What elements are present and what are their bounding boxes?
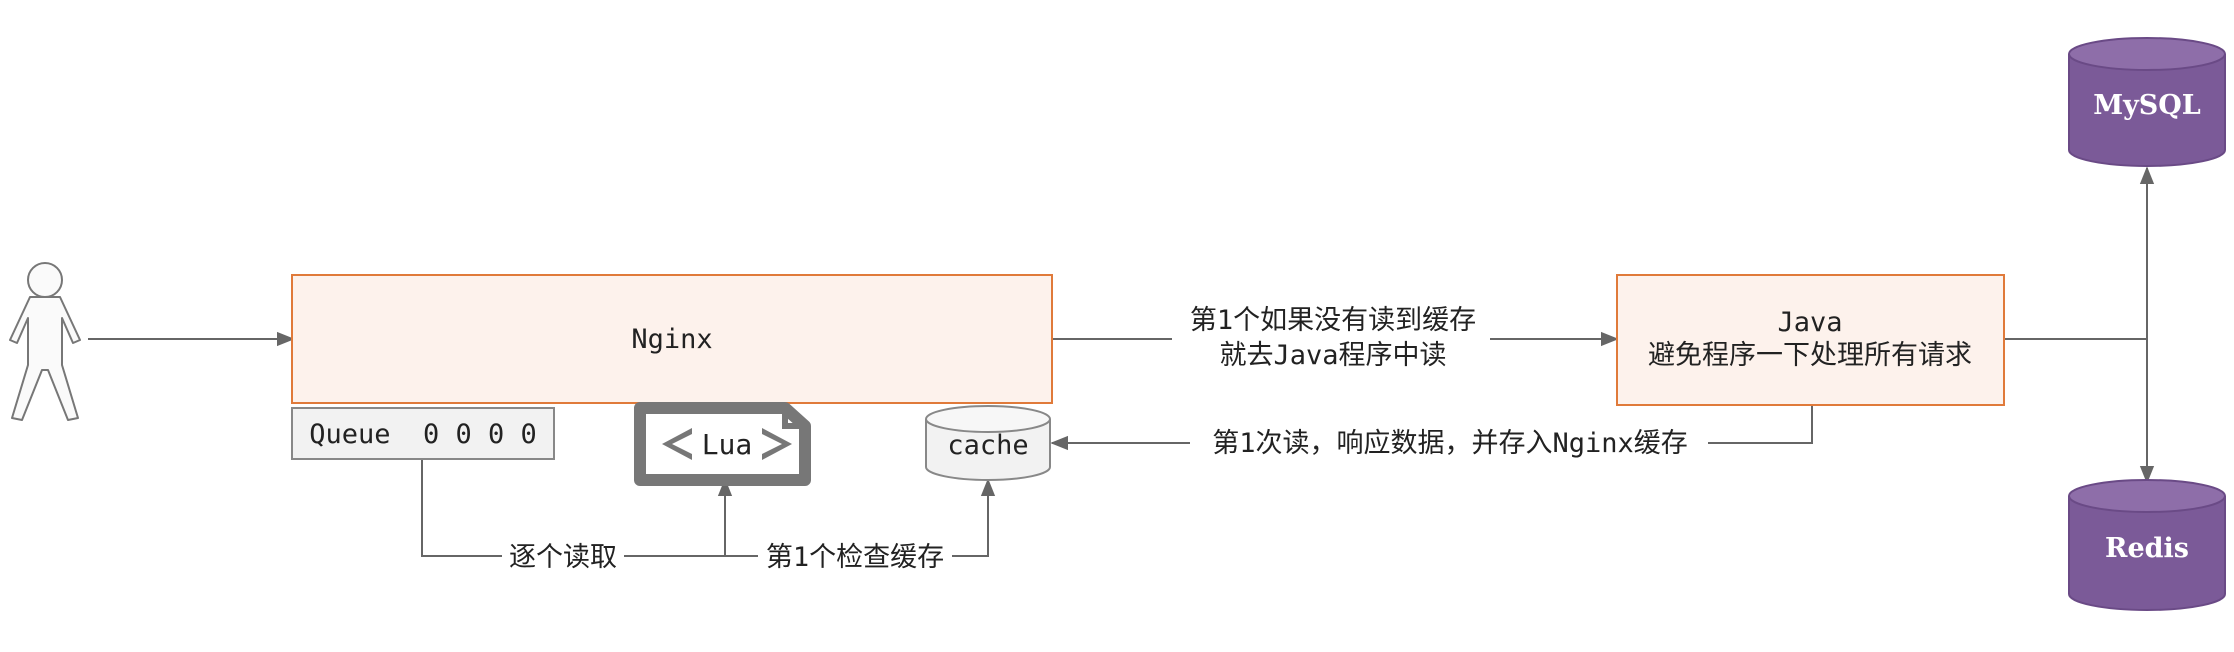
mysql-node: MySQL xyxy=(2068,37,2226,167)
mysql-label: MySQL xyxy=(2093,90,2201,121)
queue-node: Queue 0 0 0 0 xyxy=(291,407,555,460)
java-to-cache-label: 第1次读，响应数据，并存入Nginx缓存 xyxy=(1212,428,1688,459)
nginx-to-java-label-line1: 第1个如果没有读到缓存 xyxy=(1190,305,1476,336)
queue-label: Queue 0 0 0 0 xyxy=(309,419,537,450)
java-node: Java 避免程序一下处理所有请求 xyxy=(1616,274,2005,406)
redis-node: Redis xyxy=(2068,479,2226,611)
redis-label: Redis xyxy=(2105,533,2189,564)
lua-label: Lua xyxy=(702,428,753,461)
java-label-line1: Java xyxy=(1777,307,1842,338)
lua-node: Lua xyxy=(634,402,811,486)
cache-node: cache xyxy=(925,405,1051,481)
lua-to-cache-label: 第1个检查缓存 xyxy=(766,542,944,573)
nginx-label: Nginx xyxy=(631,324,712,355)
cache-label: cache xyxy=(947,430,1028,461)
nginx-to-java-label-line2: 就去Java程序中读 xyxy=(1219,340,1446,371)
queue-to-lua-label: 逐个读取 xyxy=(509,542,617,573)
user-icon xyxy=(9,262,81,421)
nginx-node: Nginx xyxy=(291,274,1053,404)
java-label-line2: 避免程序一下处理所有请求 xyxy=(1648,340,1972,371)
